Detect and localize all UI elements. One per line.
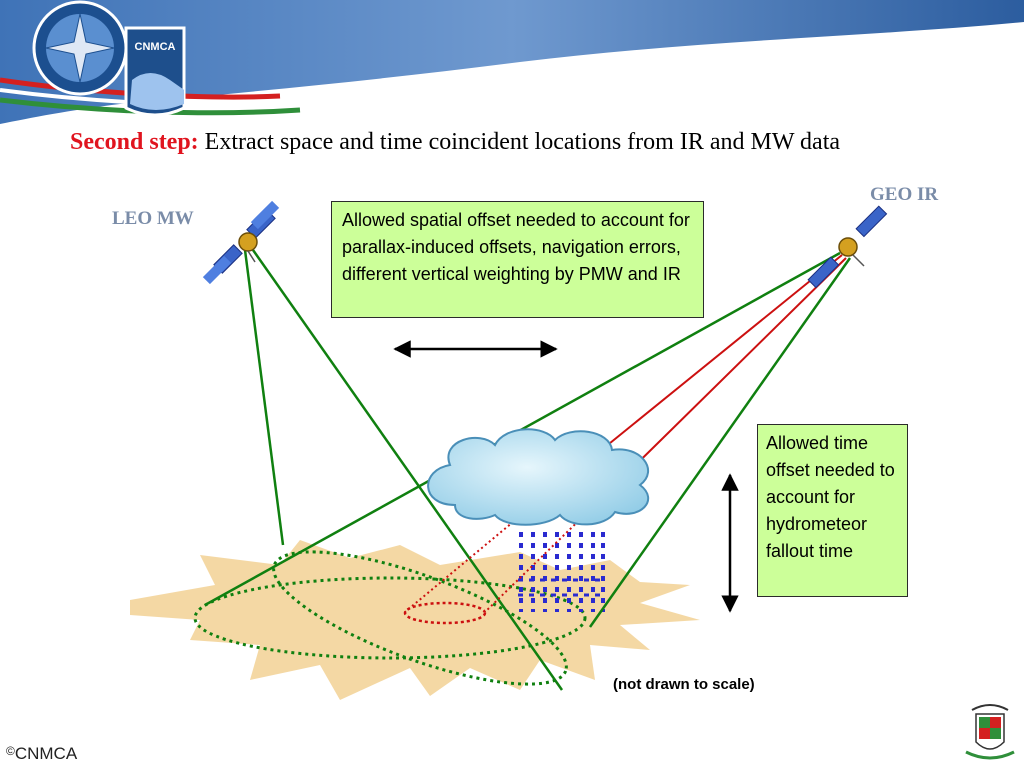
emblem-icon (32, 0, 128, 96)
leo-footprint-ellipse (272, 550, 568, 686)
time-offset-box: Allowed time offset needed to account fo… (757, 424, 908, 597)
copyright-text: CNMCA (14, 744, 78, 763)
geo-red-dotted-1 (404, 511, 526, 613)
scale-note: (not drawn to scale) (613, 676, 755, 693)
cnmca-logo-icon: CNMCA (124, 26, 186, 117)
leo-line-left (243, 249, 285, 546)
title-step: Second step: (70, 129, 199, 155)
geo-ir-label: GEO IR (870, 184, 939, 205)
title-text: Extract space and time coincident locati… (198, 129, 841, 155)
header-banner: CNMCA (0, 0, 1024, 124)
leo-line-right (251, 249, 564, 691)
leo-satellite-icon (202, 200, 280, 285)
geo-line-right (588, 257, 852, 628)
geo-footprint-ellipse (193, 576, 587, 660)
copyright-footer: ©CNMCA (6, 744, 77, 764)
air-force-badge-icon (965, 704, 1015, 760)
slide-title: Second step: Extract space and time coin… (70, 126, 970, 159)
logo-text: CNMCA (135, 41, 176, 53)
ir-footprint-ellipse (403, 601, 487, 625)
spatial-offset-box: Allowed spatial offset needed to account… (331, 201, 704, 318)
leo-mw-label: LEO MW (112, 208, 194, 229)
geo-satellite-icon (807, 205, 888, 289)
copyright-symbol: © (6, 744, 15, 758)
rain-columns (519, 532, 605, 612)
cloud-icon (427, 428, 650, 526)
